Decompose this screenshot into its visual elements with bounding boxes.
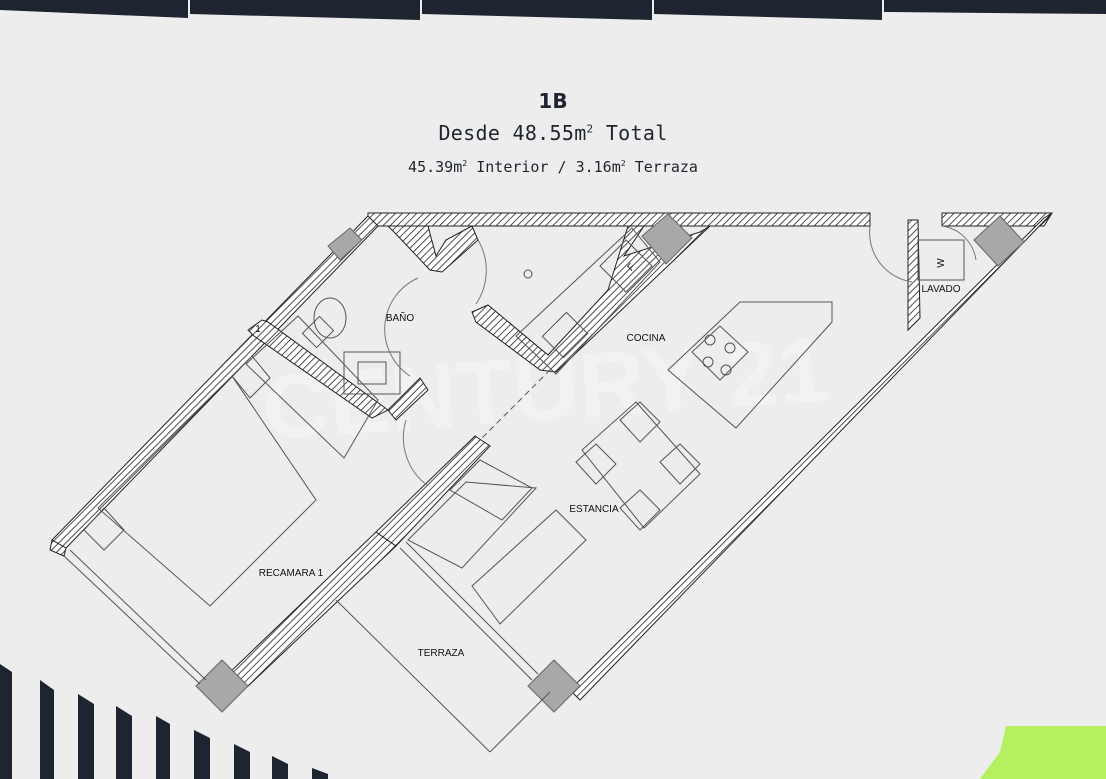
nightstand	[231, 355, 271, 399]
burner	[724, 342, 736, 354]
door-swing	[869, 225, 913, 283]
sofa	[407, 481, 538, 569]
column	[327, 227, 363, 261]
nightstand	[83, 507, 125, 551]
top-decor-bars	[0, 0, 1106, 20]
toilet-tank	[301, 315, 335, 349]
total-area-label: Total	[593, 121, 668, 145]
column	[641, 213, 693, 265]
terrace-area-value: 3.16m	[575, 158, 621, 176]
room-label-terraza: TERRAZA	[418, 648, 465, 659]
bathroom-sink-basin	[357, 361, 387, 385]
kitchen-counter	[515, 227, 661, 375]
exterior-walls	[49, 212, 1053, 701]
window	[399, 547, 533, 681]
unit-title: 1B	[538, 89, 568, 113]
window	[405, 541, 539, 675]
room-label-bano: BAÑO	[386, 311, 415, 324]
burner	[704, 334, 716, 346]
toilet	[313, 297, 347, 339]
structural-columns	[195, 213, 1025, 713]
washer	[917, 239, 965, 281]
chair	[619, 489, 661, 531]
superscript: 2	[620, 158, 626, 169]
door-swing	[402, 419, 429, 487]
wall-tick: 1	[255, 324, 261, 335]
window	[63, 555, 201, 685]
kitchen-sink	[541, 311, 589, 359]
room-label-cocina: COCINA	[627, 333, 666, 344]
area-breakdown: 45.39m2 Interior / 3.16m2 Terraza	[0, 158, 1106, 176]
sofa-back	[449, 459, 533, 521]
chair	[575, 443, 617, 485]
kitchen-island	[667, 301, 833, 429]
window	[69, 549, 207, 681]
terrace-edge	[489, 691, 551, 753]
washer-mark: W	[936, 258, 947, 268]
total-area-value: Desde 48.55m	[438, 121, 587, 145]
superscript: 2	[586, 122, 594, 136]
bed	[97, 375, 317, 607]
fridge	[599, 239, 653, 293]
chair	[659, 443, 701, 485]
superscript: 2	[462, 158, 468, 169]
door-swing	[941, 225, 977, 261]
column	[195, 659, 249, 713]
burner	[720, 364, 732, 376]
terrace-area-label: Terraza	[625, 158, 698, 176]
partition-dashed	[439, 359, 561, 481]
burner	[702, 356, 714, 368]
door-swing	[384, 277, 419, 377]
accent-shape	[980, 726, 1106, 779]
interior-area-value: 45.39m	[408, 158, 463, 176]
furniture-outlines	[63, 225, 977, 753]
room-label-estancia: ESTANCIA	[569, 504, 619, 515]
bathroom-sink	[343, 351, 401, 395]
column	[973, 215, 1025, 267]
room-label-recamara: RECAMARA 1	[259, 568, 324, 579]
door-swing	[475, 239, 487, 305]
bottom-decor-bars	[0, 664, 328, 779]
dining-table	[581, 401, 701, 529]
room-label-lavado: LAVADO	[921, 284, 960, 295]
column	[527, 659, 581, 713]
total-area: Desde 48.55m2 Total	[0, 121, 1106, 145]
ceiling-light	[523, 269, 533, 279]
closet	[245, 315, 379, 459]
chair	[619, 401, 661, 443]
interior-area-label: Interior /	[467, 158, 576, 176]
coffee-table	[471, 509, 587, 625]
terrace-edge	[335, 599, 491, 753]
